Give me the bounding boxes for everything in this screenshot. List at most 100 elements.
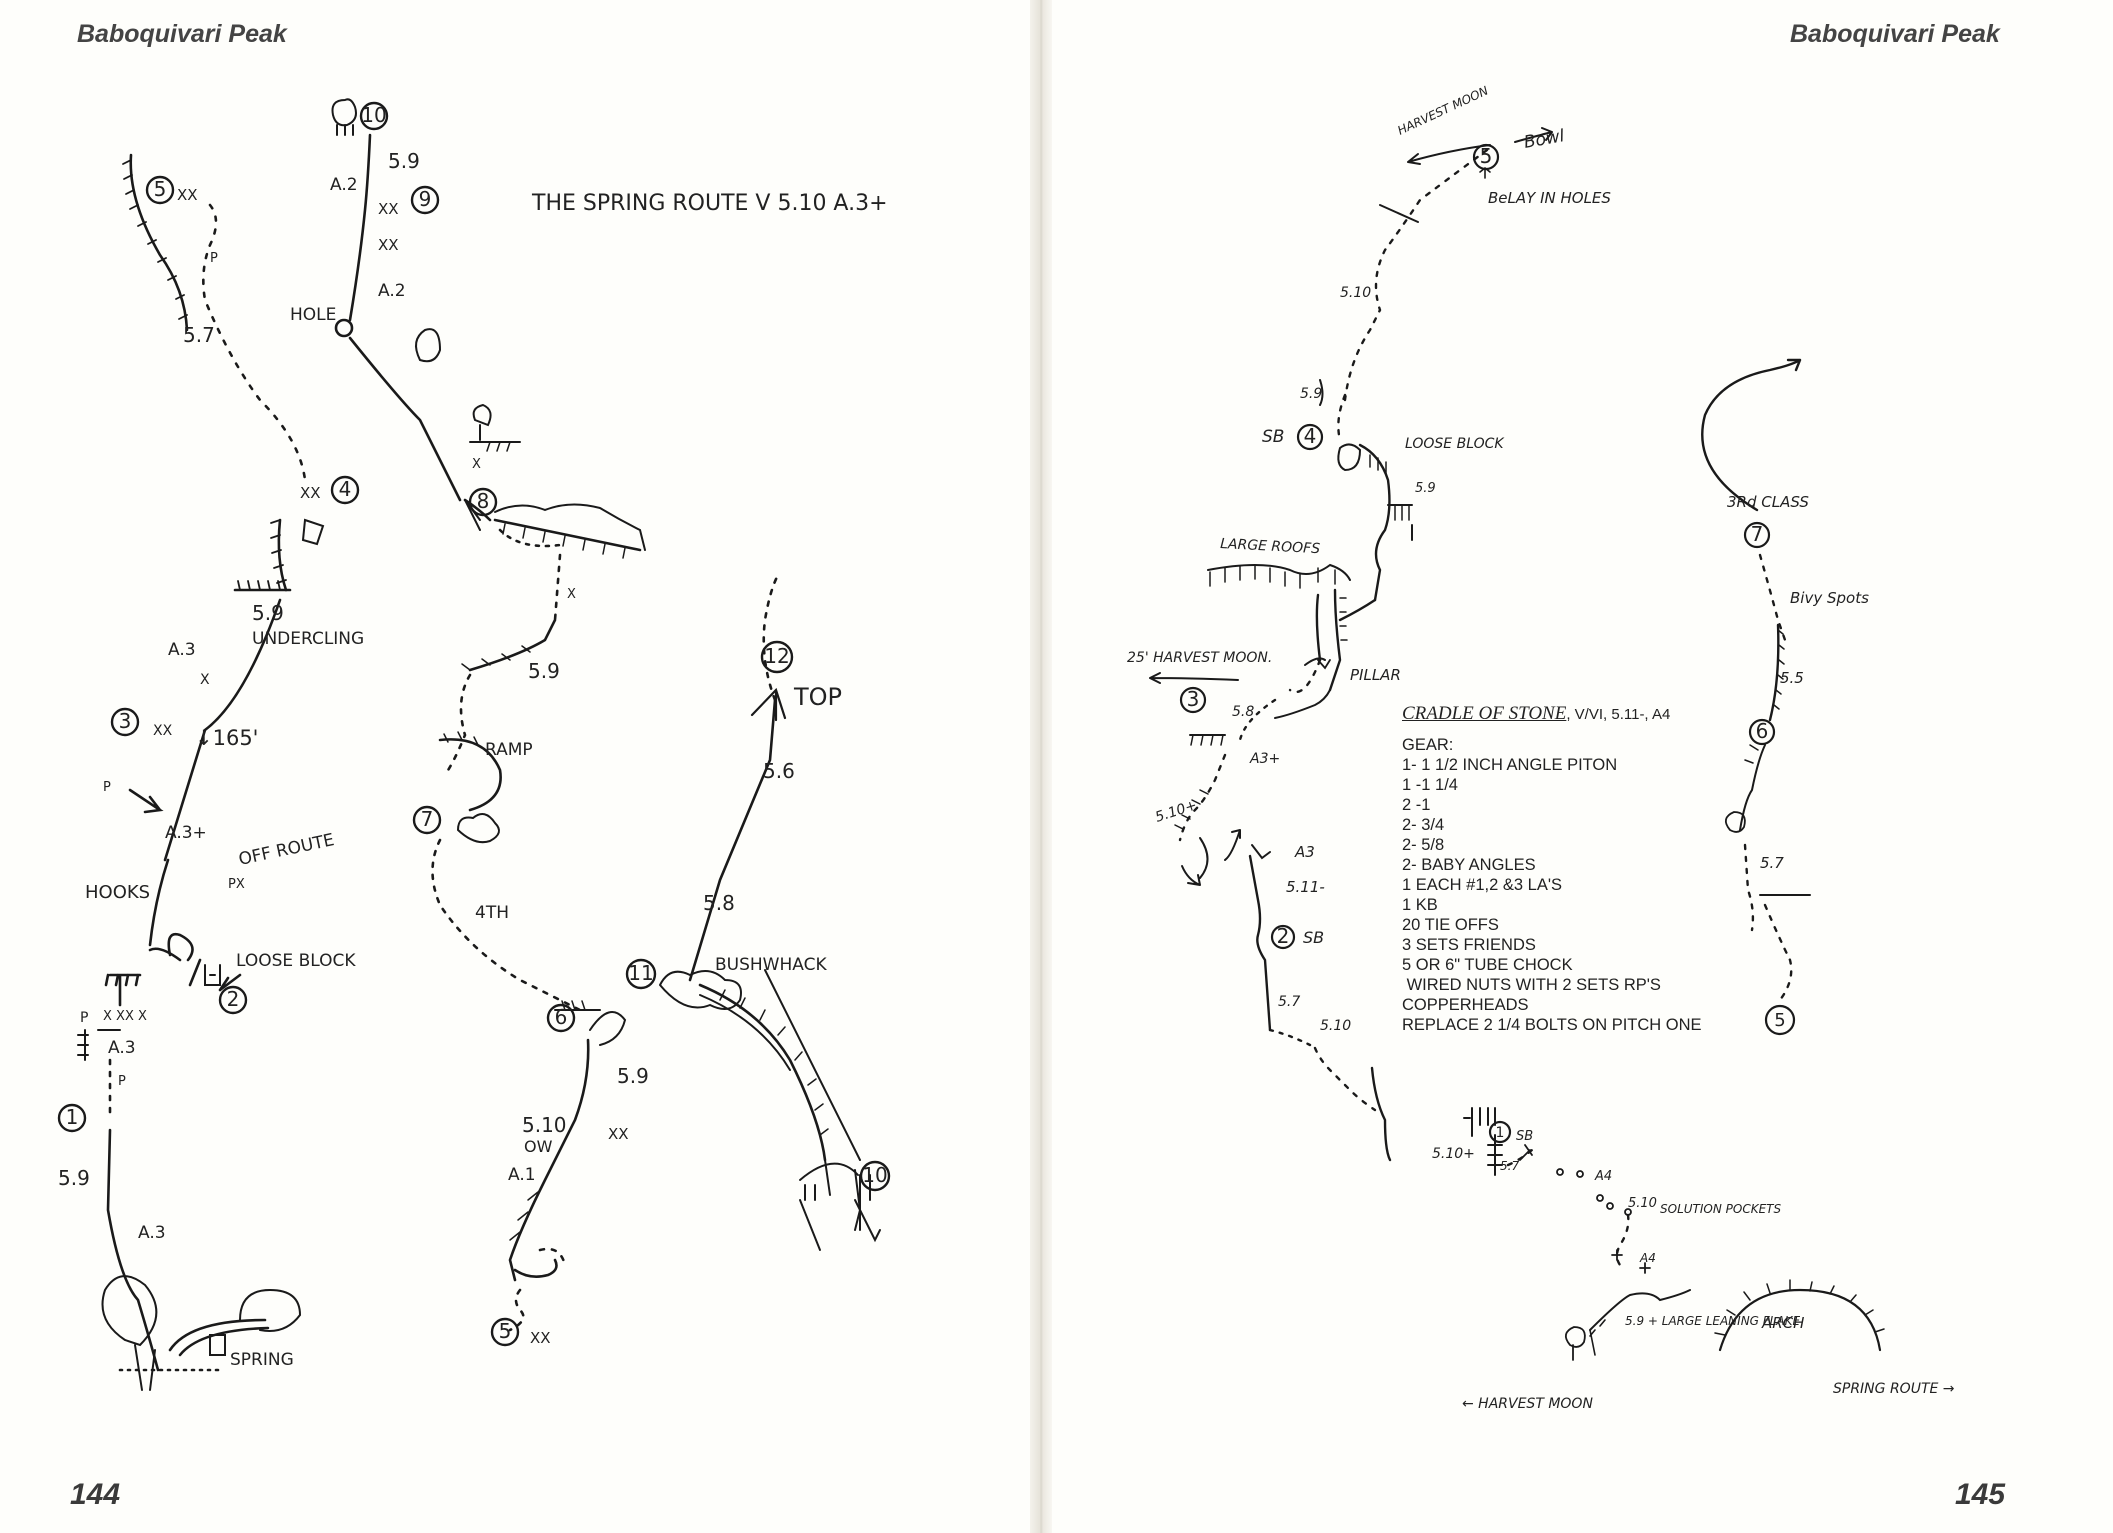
gear-item: REPLACE 2 1/4 BOLTS ON PITCH ONE bbox=[1402, 1015, 1722, 1035]
grade-label: 5.6 bbox=[763, 759, 795, 783]
belay-label: 9 bbox=[419, 187, 432, 211]
route-line bbox=[1250, 856, 1270, 1030]
pillar-line bbox=[1317, 590, 1340, 690]
block-icon bbox=[303, 520, 323, 544]
belay-label: 5 bbox=[1774, 1010, 1785, 1031]
piton-label: P bbox=[103, 780, 111, 795]
aid-label: A.2 bbox=[330, 175, 358, 195]
route-line bbox=[1702, 360, 1800, 510]
grade-label: 5.7 bbox=[183, 323, 215, 347]
feature-label: 4TH bbox=[475, 903, 509, 923]
grade-label: 5.10+ bbox=[1153, 797, 1199, 825]
route-rating: , V/VI, 5.11-, A4 bbox=[1566, 706, 1670, 723]
hand-label: SB bbox=[1262, 427, 1284, 447]
bolt-label: XX bbox=[608, 1125, 629, 1143]
grade-label: 5.9 bbox=[388, 149, 420, 173]
belay-label: 11 bbox=[628, 961, 653, 985]
aid-label: A4 bbox=[1639, 1251, 1656, 1265]
belay-label: 3 bbox=[1187, 687, 1200, 711]
feature-label: HOLE bbox=[290, 305, 336, 325]
grade-label: 5.10 bbox=[1628, 1196, 1657, 1211]
hand-label: 3Rd CLASS bbox=[1727, 493, 1809, 511]
gear-item: 20 TIE OFFS bbox=[1402, 915, 1722, 935]
belay-label: 6 bbox=[1756, 719, 1769, 743]
feature-label: SPRING bbox=[230, 1350, 294, 1370]
piton-label: PX bbox=[228, 877, 245, 892]
gear-item: 1- 1 1/2 INCH ANGLE PITON bbox=[1402, 755, 1722, 775]
block-icon bbox=[1338, 444, 1360, 470]
grade-label: 5.9 bbox=[252, 601, 284, 625]
belay-label: 1 bbox=[66, 1105, 79, 1129]
hand-label: HARVEST MOON bbox=[1395, 83, 1490, 137]
grade-label: 5.7 bbox=[1760, 854, 1784, 872]
aid-label: A.3+ bbox=[165, 823, 207, 843]
hand-label: PILLAR bbox=[1350, 666, 1401, 684]
tree-icon bbox=[333, 99, 357, 125]
gear-item: 1 KB bbox=[1402, 895, 1722, 915]
bolt-label: X bbox=[472, 457, 481, 472]
hand-label: BeLAY IN HOLES bbox=[1488, 189, 1611, 207]
route-line bbox=[350, 135, 370, 320]
aid-label: A.3 bbox=[108, 1038, 136, 1058]
tree-icon bbox=[416, 329, 440, 361]
gear-heading: GEAR: bbox=[1402, 735, 1722, 755]
belay-label: 7 bbox=[1751, 522, 1764, 546]
hand-label: LOOSE BLOCK bbox=[1405, 436, 1505, 452]
belay-label: 10 bbox=[361, 103, 386, 127]
belay-label: 5 bbox=[154, 177, 167, 201]
aid-label: A.2 bbox=[378, 281, 406, 301]
route-line bbox=[510, 1040, 588, 1280]
grade-label: 5.9 bbox=[58, 1166, 90, 1190]
belay-label: 12 bbox=[764, 644, 789, 668]
route-line bbox=[150, 860, 168, 945]
grade-label: 5.8 bbox=[703, 891, 735, 915]
route-line bbox=[515, 1260, 556, 1277]
grade-label: 5.9 bbox=[1415, 481, 1436, 496]
feature-label: HOOKS bbox=[85, 882, 150, 903]
bolt-label: XX bbox=[300, 484, 321, 502]
bolt-label: XX bbox=[530, 1329, 551, 1347]
hand-label: Bowl bbox=[1522, 126, 1566, 153]
grade-label: 5.10+ bbox=[1432, 1146, 1475, 1162]
belay-label: 2 bbox=[227, 987, 240, 1011]
gear-item: 2- 3/4 bbox=[1402, 815, 1722, 835]
bolt-label: XX bbox=[177, 186, 198, 204]
gear-list: CRADLE OF STONE, V/VI, 5.11-, A4 GEAR: 1… bbox=[1402, 704, 1722, 1035]
route-line bbox=[1360, 445, 1389, 600]
bush-icon bbox=[590, 1012, 625, 1045]
grade-label: 5.8 bbox=[1232, 704, 1254, 720]
gear-lines: 1- 1 1/2 INCH ANGLE PITON1 -1 1/42 -12- … bbox=[1402, 755, 1722, 1035]
hand-label: LARGE ROOFS bbox=[1220, 536, 1321, 557]
gear-item: COPPERHEADS bbox=[1402, 995, 1722, 1015]
belay-label: 2 bbox=[1277, 924, 1290, 948]
gear-item: 2- BABY ANGLES bbox=[1402, 855, 1722, 875]
hand-label: ARCH bbox=[1761, 1314, 1804, 1332]
piton-label: P bbox=[210, 251, 218, 266]
route-line bbox=[108, 1130, 158, 1370]
grade-label: 5.10 bbox=[1320, 1018, 1351, 1034]
route-line bbox=[350, 338, 460, 500]
hand-label: 25' HARVEST MOON. bbox=[1127, 650, 1272, 666]
grade-label: 5.11- bbox=[1286, 878, 1325, 896]
bush-icon bbox=[240, 1290, 300, 1331]
hand-label: SOLUTION POCKETS bbox=[1660, 1202, 1781, 1216]
route-title: CRADLE OF STONE bbox=[1402, 703, 1566, 724]
route-line bbox=[690, 700, 775, 980]
roof-line bbox=[1208, 565, 1350, 580]
hand-label: ← HARVEST MOON bbox=[1462, 1396, 1593, 1412]
belay-label: 7 bbox=[421, 807, 434, 831]
bolt-label: XX bbox=[153, 723, 173, 739]
spring-icon bbox=[210, 1335, 225, 1355]
bolt-label: X XX X bbox=[103, 1009, 147, 1024]
feature-label: UNDERCLING bbox=[252, 629, 364, 649]
grade-label: 5.7 bbox=[1500, 1159, 1519, 1173]
bolt-label: X bbox=[200, 672, 210, 688]
tree-icon bbox=[1566, 1327, 1585, 1347]
aid-label: A3 bbox=[1294, 843, 1315, 861]
route-line bbox=[1372, 1068, 1390, 1160]
aid-label: A.3 bbox=[168, 640, 196, 660]
aid-label: A4 bbox=[1594, 1169, 1612, 1184]
belay-label: 1 bbox=[1496, 1125, 1505, 1141]
aid-label: A.3 bbox=[138, 1223, 166, 1243]
